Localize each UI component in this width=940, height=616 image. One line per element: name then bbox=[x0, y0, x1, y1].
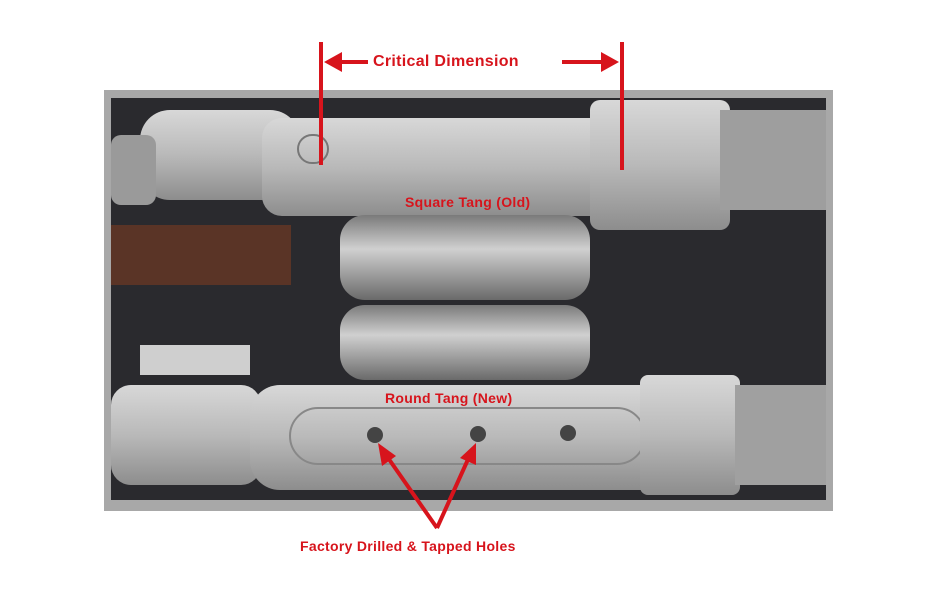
holes-arrows bbox=[378, 443, 476, 530]
square-tang-label: Square Tang (Old) bbox=[405, 194, 531, 210]
round-tang-label: Round Tang (New) bbox=[385, 390, 513, 406]
critical-dimension-arrow bbox=[319, 42, 624, 170]
holes-label: Factory Drilled & Tapped Holes bbox=[300, 538, 516, 554]
critical-dimension-label: Critical Dimension bbox=[373, 53, 519, 70]
square-tang bbox=[262, 118, 637, 216]
